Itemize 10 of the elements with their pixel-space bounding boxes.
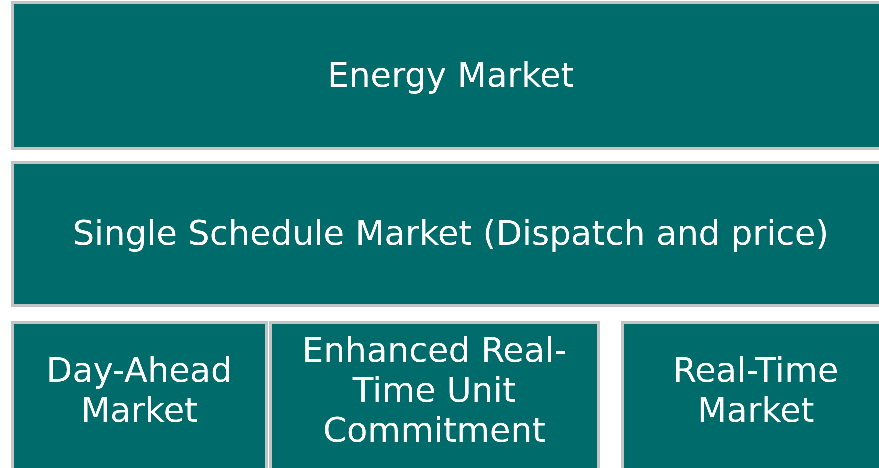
box-label: Energy Market (328, 56, 574, 96)
box-label: Enhanced Real-Time Unit Commitment (301, 331, 568, 451)
market-box (621, 321, 879, 468)
box-label: Real-Time Market (672, 351, 840, 431)
box-label: Single Schedule Market (Dispatch and price) (72, 214, 830, 254)
box-label: Day-Ahead Market (45, 351, 234, 431)
market-box (11, 161, 879, 307)
market-box (11, 321, 268, 468)
market-box (269, 321, 600, 468)
market-box (11, 1, 879, 150)
